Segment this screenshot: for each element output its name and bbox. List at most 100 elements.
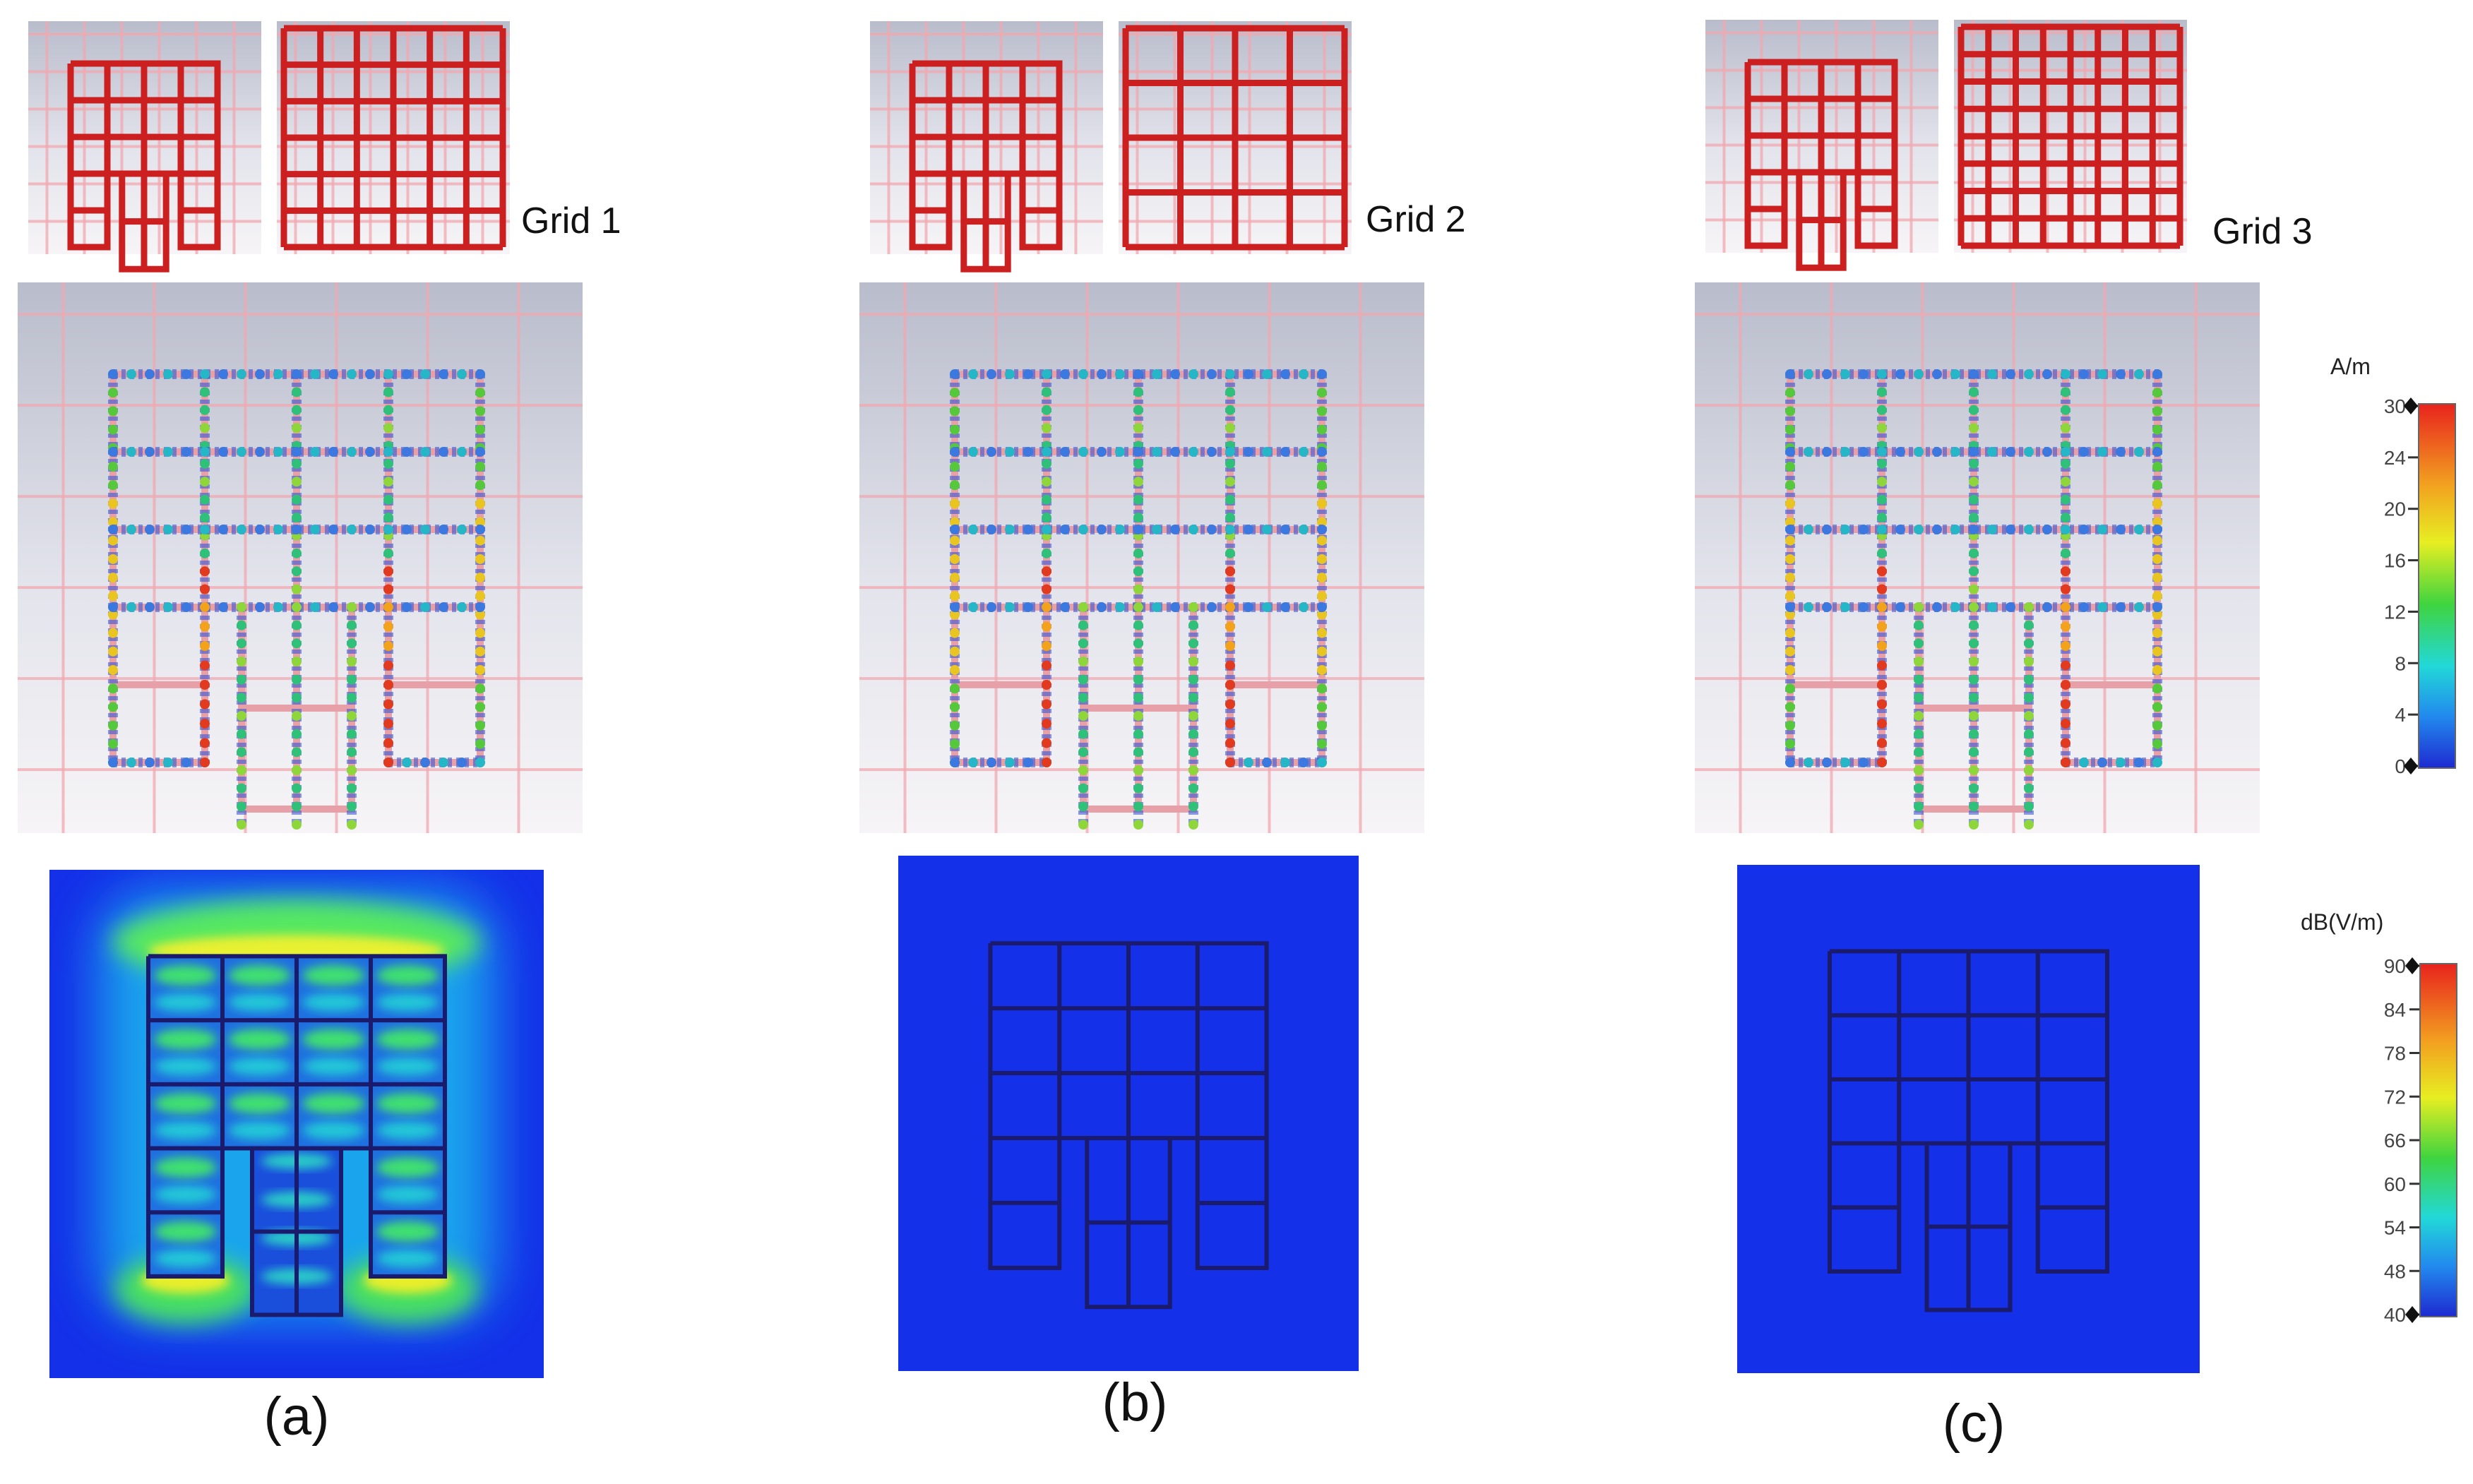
surface-current-arrow (347, 693, 357, 703)
surface-current-arrow (347, 657, 357, 666)
surface-current-arrow (1317, 758, 1327, 767)
field-panel-cell-glow (228, 1029, 291, 1050)
surface-current-arrow (347, 783, 357, 794)
surface-current-arrow (200, 621, 210, 632)
surface-current-arrow (1969, 387, 1979, 397)
surface-current-arrow (1785, 591, 1795, 602)
surface-current-arrow (1225, 369, 1235, 379)
surface-current-arrow (273, 369, 283, 379)
surface-current-arrow (1914, 369, 1924, 379)
surface-current-arrow (2134, 447, 2144, 457)
surface-current-arrow (1023, 602, 1033, 612)
surface-current-arrow (200, 447, 210, 457)
surface-current-arrow (1785, 461, 1795, 472)
surface-current-arrow (292, 548, 302, 558)
surface-current-arrow (950, 573, 960, 583)
surface-current-arrow (1317, 665, 1327, 676)
surface-current-arrow (2061, 758, 2070, 767)
surface-current-arrow (1042, 477, 1051, 487)
surface-current-arrow (457, 758, 467, 767)
surface-current-arrow (1078, 765, 1088, 775)
surface-current-arrow (1969, 801, 1979, 812)
surface-current-arrow (292, 525, 302, 534)
surface-current-arrow (108, 591, 118, 602)
surface-current-arrow (1133, 369, 1143, 379)
surface-current-arrow (1969, 477, 1979, 487)
surface-current-arrow (1932, 525, 1942, 534)
surface-current-arrow (457, 447, 467, 457)
surface-current-arrow (200, 513, 210, 523)
surface-current-arrow (2061, 458, 2070, 469)
surface-current-arrow (126, 602, 136, 612)
surface-current-arrow (475, 480, 485, 491)
surface-current-arrow (1225, 719, 1235, 729)
surface-current-arrow (1188, 602, 1198, 612)
surface-current-arrow (255, 447, 265, 457)
field-panel-cell-glow (154, 1185, 217, 1204)
surface-current-arrow (108, 424, 118, 435)
field-panel-cell-glow (228, 1057, 291, 1076)
surface-current-arrow (1262, 525, 1272, 534)
surface-current-arrow (1207, 602, 1217, 612)
surface-current-arrow (1914, 693, 1924, 703)
surface-current-arrow (1133, 820, 1143, 830)
surface-current-arrow (1023, 369, 1033, 379)
surface-current-arrow (1133, 657, 1143, 666)
surface-current-arrow (365, 447, 375, 457)
surface-current-arrow (1877, 584, 1887, 594)
surface-current-arrow (383, 641, 393, 651)
surface-current-arrow (237, 638, 246, 649)
surface-current-arrow (1914, 657, 1924, 666)
surface-current-arrow (237, 729, 246, 739)
surface-current-arrow (1785, 447, 1795, 457)
surface-current-arrow (1877, 660, 1887, 671)
surface-current-arrow (347, 801, 357, 812)
surface-current-arrow (237, 602, 246, 612)
surface-current-arrow (2134, 369, 2144, 379)
current-scale-tick-label: 30 (2384, 395, 2406, 417)
current-scale-tick-label: 12 (2384, 601, 2406, 623)
surface-current-arrow (1785, 424, 1795, 435)
surface-current-arrow (310, 525, 320, 534)
surface-current-arrow (1969, 820, 1979, 830)
field-scale-min-marker (2405, 1306, 2419, 1323)
surface-current-arrow (950, 461, 960, 472)
surface-current-arrow (292, 584, 302, 594)
surface-current-arrow (1188, 729, 1198, 739)
surface-current-arrow (292, 820, 302, 830)
surface-current-arrow (2152, 758, 2162, 767)
surface-current-arrow (126, 758, 136, 767)
surface-current-arrow (1152, 369, 1162, 379)
surface-current-arrow (200, 458, 210, 469)
surface-current-arrow (383, 566, 393, 577)
surface-current-arrow (2061, 719, 2070, 729)
field-panel-cell-glow (302, 1121, 365, 1139)
surface-current-arrow (402, 525, 412, 534)
surface-current-arrow (1042, 513, 1051, 523)
surface-current-arrow (181, 602, 191, 612)
surface-current-arrow (1078, 747, 1088, 758)
surface-current-arrow (1262, 447, 1272, 457)
surface-current-arrow (2116, 369, 2126, 379)
surface-current-arrow (108, 683, 118, 694)
surface-current-arrow (108, 480, 118, 491)
surface-current-arrow (2024, 820, 2034, 830)
surface-current-arrow (2097, 758, 2107, 767)
surface-current-arrow (1914, 711, 1924, 721)
surface-current-arrow (200, 494, 210, 505)
surface-current-arrow (1188, 369, 1198, 379)
caption: (b) (1102, 1372, 1168, 1432)
surface-current-arrow (1877, 369, 1887, 379)
surface-current-arrow (292, 369, 302, 379)
surface-current-arrow (475, 602, 485, 612)
surface-current-arrow (347, 729, 357, 739)
field-panel-cell-glow (154, 965, 217, 986)
surface-current-arrow (383, 584, 393, 594)
surface-current-arrow (1078, 369, 1088, 379)
surface-current-arrow (2061, 494, 2070, 505)
surface-current-arrow (1987, 525, 1997, 534)
field-panel-cell-glow (376, 965, 439, 986)
surface-current-arrow (475, 702, 485, 712)
surface-current-arrow (1859, 447, 1869, 457)
field-scale-tick-label: 84 (2384, 999, 2406, 1021)
